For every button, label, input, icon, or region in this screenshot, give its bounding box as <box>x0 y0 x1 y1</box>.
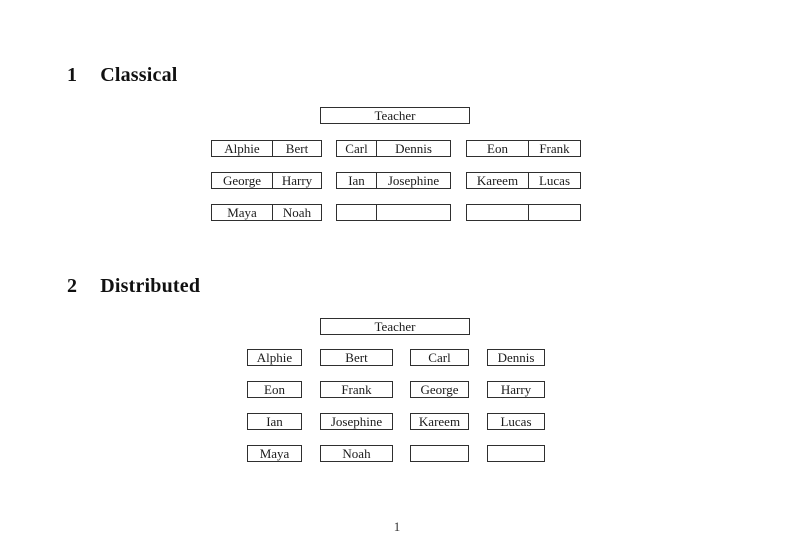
desk-cell <box>377 205 450 220</box>
desk-table: Ian Josephine <box>336 172 451 189</box>
seat-box: Frank <box>320 381 393 398</box>
seat-box-empty <box>410 445 469 462</box>
desk-cell: Kareem <box>467 173 529 188</box>
seat-box: Maya <box>247 445 302 462</box>
desk-cell: Bert <box>285 141 309 156</box>
seat-box: Bert <box>320 349 393 366</box>
page-number: 1 <box>393 519 401 534</box>
seat-box: Kareem <box>410 413 469 430</box>
desk-cell: Carl <box>337 141 377 156</box>
desk-cell: Lucas <box>538 173 571 188</box>
section-title: Classical <box>100 64 178 86</box>
desk-cell: Ian <box>337 173 377 188</box>
teacher-label: Teacher <box>374 319 416 334</box>
seat-box: Alphie <box>247 349 302 366</box>
desk-cell: Noah <box>282 205 312 220</box>
desk-cell: Dennis <box>395 141 432 156</box>
desk-table: Carl Dennis <box>336 140 451 157</box>
desk-table-empty <box>336 204 451 221</box>
teacher-box: Teacher <box>320 318 470 335</box>
teacher-box: Teacher <box>320 107 470 124</box>
desk-cell: Josephine <box>387 173 440 188</box>
section-title: Distributed <box>100 275 201 297</box>
desk-cell: George <box>212 173 273 188</box>
teacher-label: Teacher <box>374 108 416 123</box>
seat-box: Dennis <box>487 349 545 366</box>
seat-box: Eon <box>247 381 302 398</box>
seat-box-empty <box>487 445 545 462</box>
desk-cell: Eon <box>467 141 529 156</box>
desk-table: George Harry <box>211 172 322 189</box>
desk-cell <box>529 205 580 220</box>
seat-box: Harry <box>487 381 545 398</box>
seat-box: Noah <box>320 445 393 462</box>
desk-table-empty <box>466 204 581 221</box>
desk-table: Alphie Bert <box>211 140 322 157</box>
desk-cell: Maya <box>212 205 273 220</box>
section-heading-classical: 1 Classical <box>67 65 178 85</box>
desk-table: Kareem Lucas <box>466 172 581 189</box>
section-number: 2 <box>67 275 78 297</box>
desk-table: Eon Frank <box>466 140 581 157</box>
seat-box: Carl <box>410 349 469 366</box>
desk-cell <box>467 205 529 220</box>
seat-box: Lucas <box>487 413 545 430</box>
seat-box: Ian <box>247 413 302 430</box>
desk-table: Maya Noah <box>211 204 322 221</box>
desk-cell: Alphie <box>212 141 273 156</box>
section-number: 1 <box>67 64 78 86</box>
desk-cell: Harry <box>281 173 313 188</box>
seat-box: George <box>410 381 469 398</box>
desk-cell <box>337 205 377 220</box>
section-heading-distributed: 2 Distributed <box>67 276 200 296</box>
desk-cell: Frank <box>539 141 570 156</box>
seat-box: Josephine <box>320 413 393 430</box>
